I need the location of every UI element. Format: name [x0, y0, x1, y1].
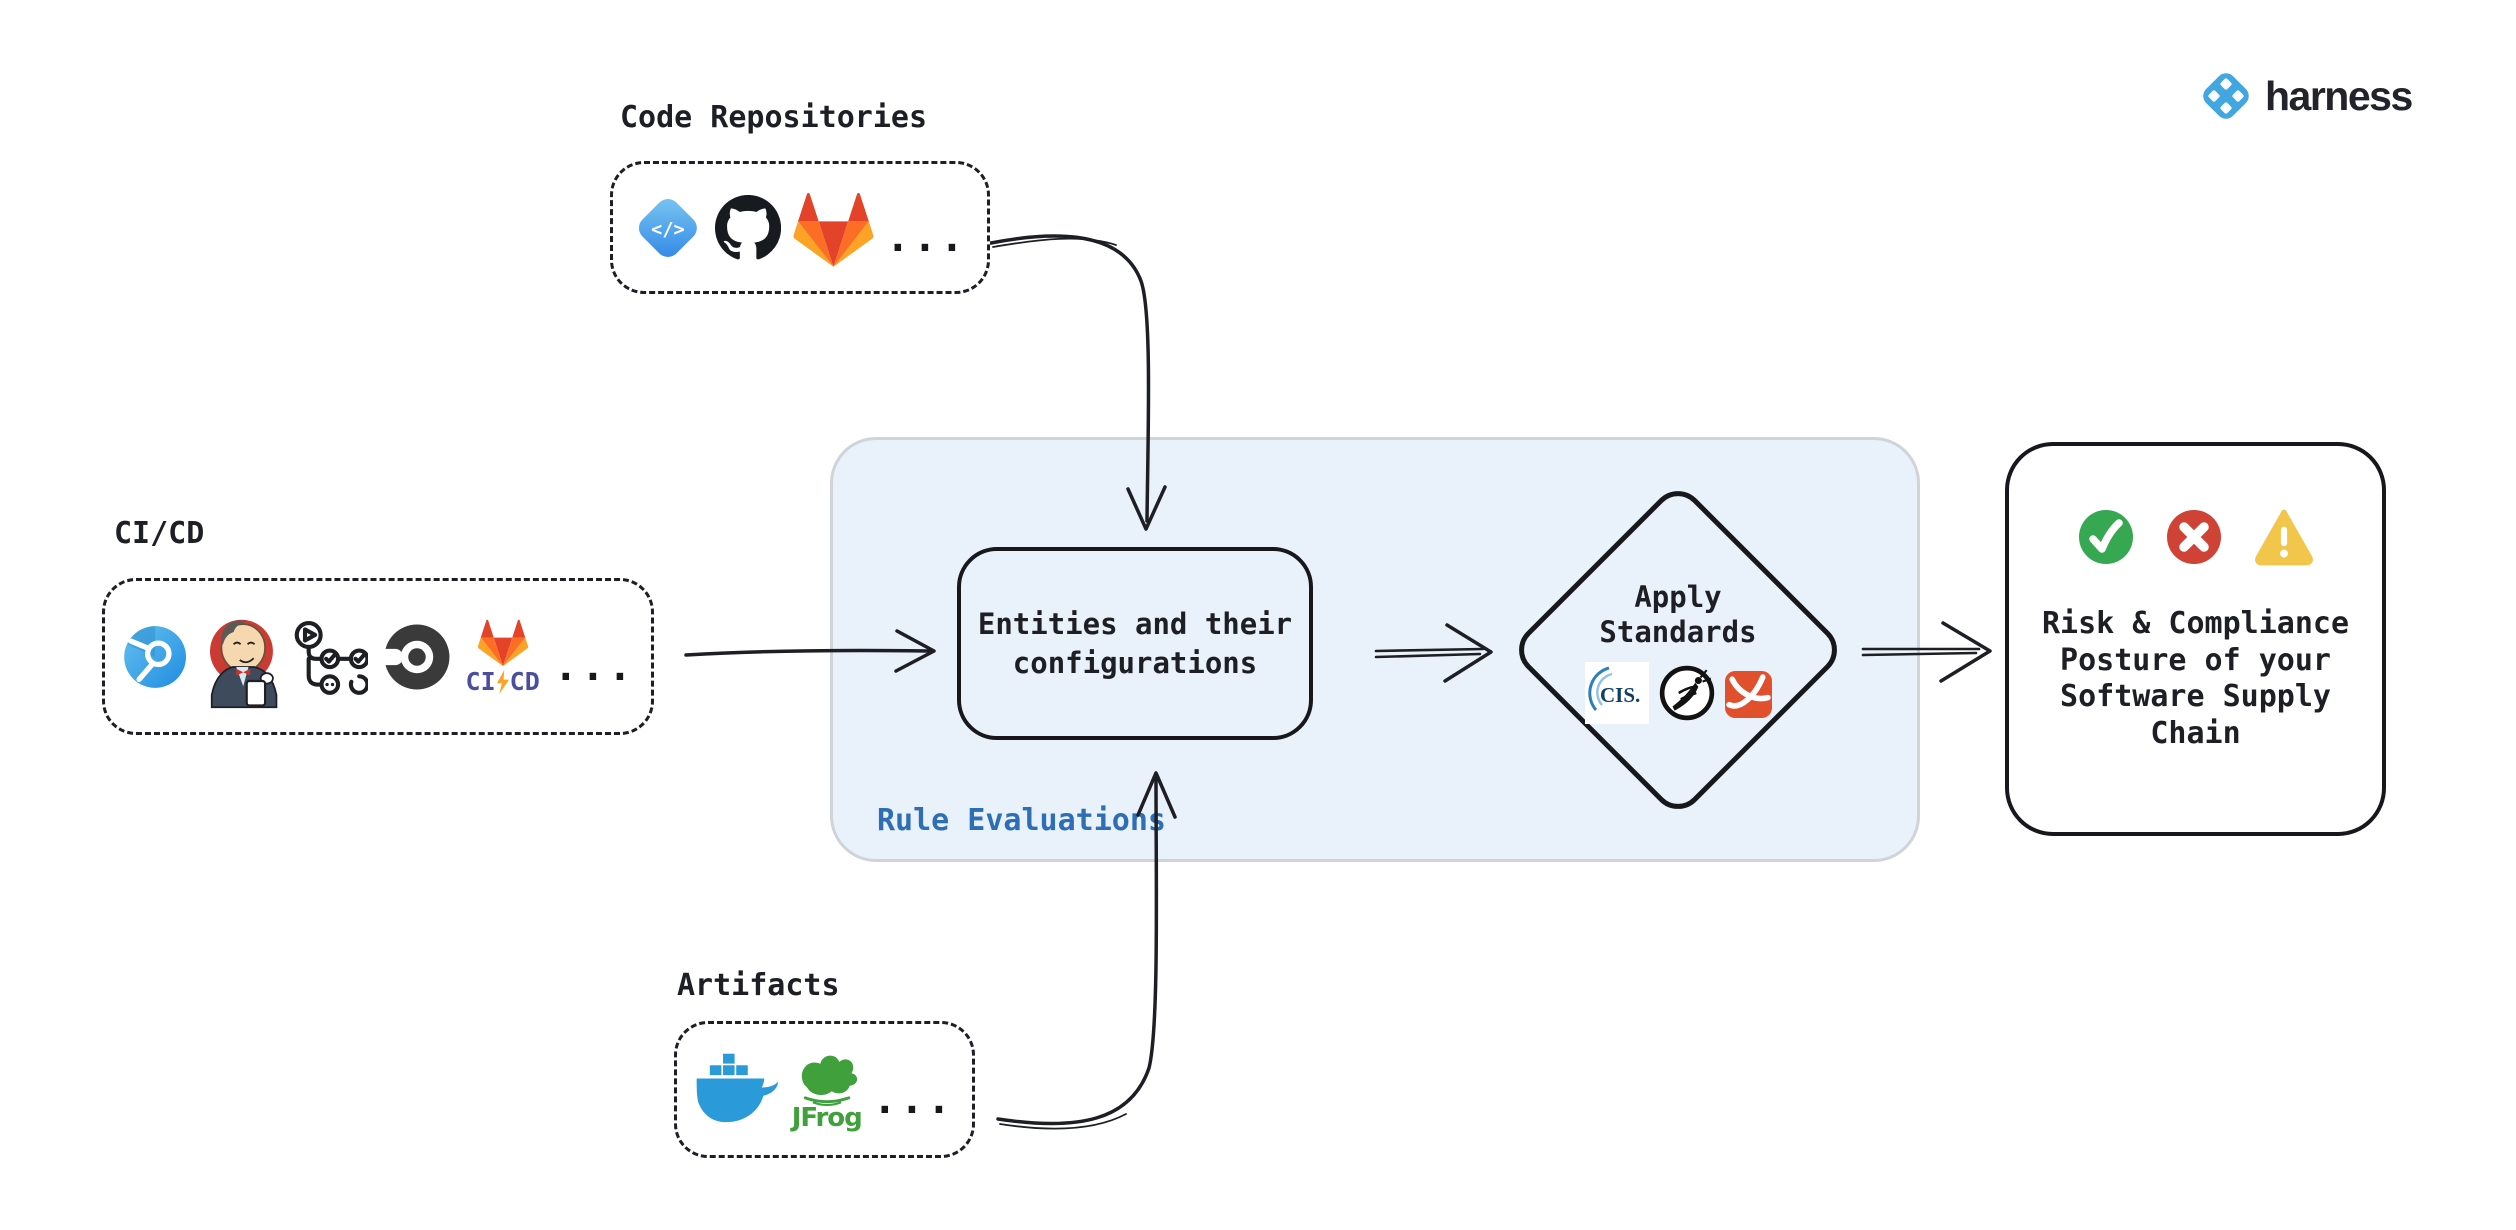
- artifacts-box: JFrog ...: [674, 1021, 975, 1158]
- cicd-box: CI CD ...: [102, 578, 654, 735]
- entities-box: Entities and their configurations: [957, 547, 1313, 740]
- code-repositories-ellipsis: ...: [885, 214, 967, 261]
- harness-logo-mark-icon: [2203, 73, 2249, 119]
- lightning-bolt-icon: [496, 669, 509, 694]
- entities-box-text: Entities and their configurations: [977, 606, 1293, 680]
- harness-code-icon: </>: [638, 198, 697, 257]
- gitlab-cicd-icon: CI CD: [466, 619, 540, 694]
- cicd-label: CI/CD: [114, 516, 205, 551]
- artifacts-label: Artifacts: [677, 968, 840, 1003]
- cis-text: CIS.: [1600, 683, 1640, 707]
- gitlab-cd-text: CD: [509, 667, 540, 696]
- jfrog-wordmark: JFrog: [791, 1102, 863, 1133]
- warning-triangle-icon: [2254, 509, 2313, 566]
- code-repositories-label: Code Repositories: [620, 100, 928, 135]
- cross-circle-icon: [2166, 510, 2221, 564]
- artifacts-ellipsis: ...: [872, 1076, 954, 1123]
- github-icon: [714, 194, 781, 259]
- status-icons-row: [2077, 508, 2315, 566]
- orange-ribbon-standard-icon: [1724, 670, 1772, 718]
- arrow-code-to-entities: [989, 234, 1167, 531]
- gitlab-icon: [793, 192, 874, 267]
- cis-icon: CIS.: [1584, 662, 1649, 724]
- harness-ci-icon: [124, 625, 187, 688]
- standards-logos-row: CIS.: [1584, 662, 1772, 724]
- arrow-cicd-to-entities: [684, 629, 936, 673]
- jfrog-splash-icon: [801, 1055, 857, 1106]
- arrow-entities-to-diamond: [1374, 623, 1493, 683]
- arrow-diamond-to-outcome: [1861, 621, 1992, 683]
- docker-icon: [696, 1053, 779, 1122]
- jenkins-icon: [210, 619, 278, 708]
- arrow-artifacts-to-entities: [996, 771, 1177, 1130]
- apply-standards-label: Apply Standards: [1599, 580, 1757, 649]
- brand: harness: [2194, 64, 2413, 128]
- rule-evaluations-label: Rule Evaluations: [877, 803, 1166, 838]
- outcome-box: Risk & Compliance Posture of your Softwa…: [2005, 442, 2386, 836]
- cicd-ellipsis: ...: [553, 643, 635, 690]
- jfrog-icon: JFrog: [791, 1049, 863, 1131]
- github-actions-icon: [294, 620, 368, 695]
- code-glyph: </>: [651, 219, 684, 240]
- code-repositories-box: </> ...: [610, 161, 990, 294]
- gitlab-fox-icon: [477, 619, 528, 667]
- brand-wordmark: harness: [2265, 72, 2413, 119]
- apply-standards-content: Apply Standards CIS.: [1538, 580, 1818, 724]
- gitlab-ci-text: CI: [465, 667, 496, 696]
- circleci-icon: [381, 624, 450, 689]
- check-circle-icon: [2078, 510, 2133, 564]
- outcome-text: Risk & Compliance Posture of your Softwa…: [2041, 606, 2350, 751]
- owasp-icon: [1659, 665, 1714, 721]
